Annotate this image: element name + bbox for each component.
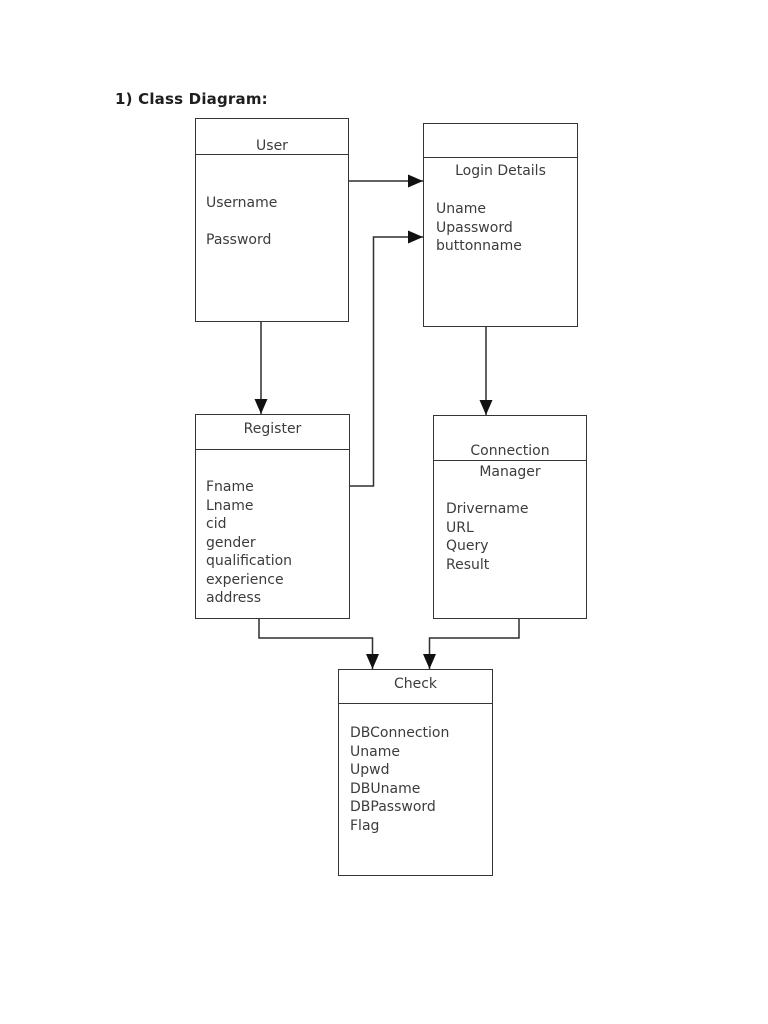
class-attribute: Password — [206, 232, 272, 248]
class-attribute: buttonname — [436, 238, 522, 254]
class-attribute: Lname — [206, 497, 254, 514]
class-attribute: cid — [206, 516, 227, 532]
class-attribute: address — [206, 590, 262, 606]
class-box-login-details: Login Details Uname Upassword buttonname — [423, 123, 578, 327]
connector-register-to-login-details — [350, 230, 423, 487]
class-attribute: Uname — [350, 743, 400, 760]
compartment-divider — [424, 156, 577, 158]
class-title-user: User — [256, 138, 288, 154]
compartment-divider — [196, 449, 349, 450]
class-attribute: experience — [206, 571, 284, 588]
class-box-connection-manager: Connection Manager Drivername URL Query … — [433, 415, 587, 619]
class-title-check: Check — [393, 676, 438, 692]
class-title-connection: Connection — [470, 443, 550, 459]
class-title-register: Register — [243, 421, 302, 437]
class-box-register: Register Fname Lname cid gender qualific… — [195, 414, 350, 619]
class-attribute: Upassword — [436, 219, 513, 236]
class-attribute: DBPassword — [350, 799, 436, 815]
class-attribute: Upwd — [350, 762, 390, 778]
class-attribute: Drivername — [446, 501, 529, 517]
page-title: 1) Class Diagram: — [115, 90, 268, 108]
class-attribute: Fname — [206, 479, 254, 495]
class-attribute: Result — [446, 556, 490, 573]
connector-register-to-check — [258, 619, 379, 669]
class-attribute: gender — [206, 534, 256, 551]
connector-connection-manager-to-check — [423, 619, 520, 669]
class-box-user: User Username Password — [195, 118, 349, 322]
class-attribute: DBConnection — [350, 725, 450, 741]
compartment-divider — [339, 702, 492, 704]
class-attribute: DBUname — [350, 780, 421, 797]
class-box-check: Check DBConnection Uname Upwd DBUname DB… — [338, 669, 493, 876]
class-attribute: Uname — [436, 201, 486, 217]
class-title-login-details: Login Details — [455, 163, 546, 179]
class-attribute: Flag — [350, 817, 380, 834]
class-attribute: qualification — [206, 553, 293, 569]
class-attribute: URL — [446, 519, 474, 536]
class-attribute: Username — [206, 195, 278, 211]
class-title-manager: Manager — [479, 464, 541, 480]
class-attribute: Query — [446, 538, 489, 554]
compartment-divider — [434, 459, 586, 461]
compartment-divider — [196, 154, 348, 155]
